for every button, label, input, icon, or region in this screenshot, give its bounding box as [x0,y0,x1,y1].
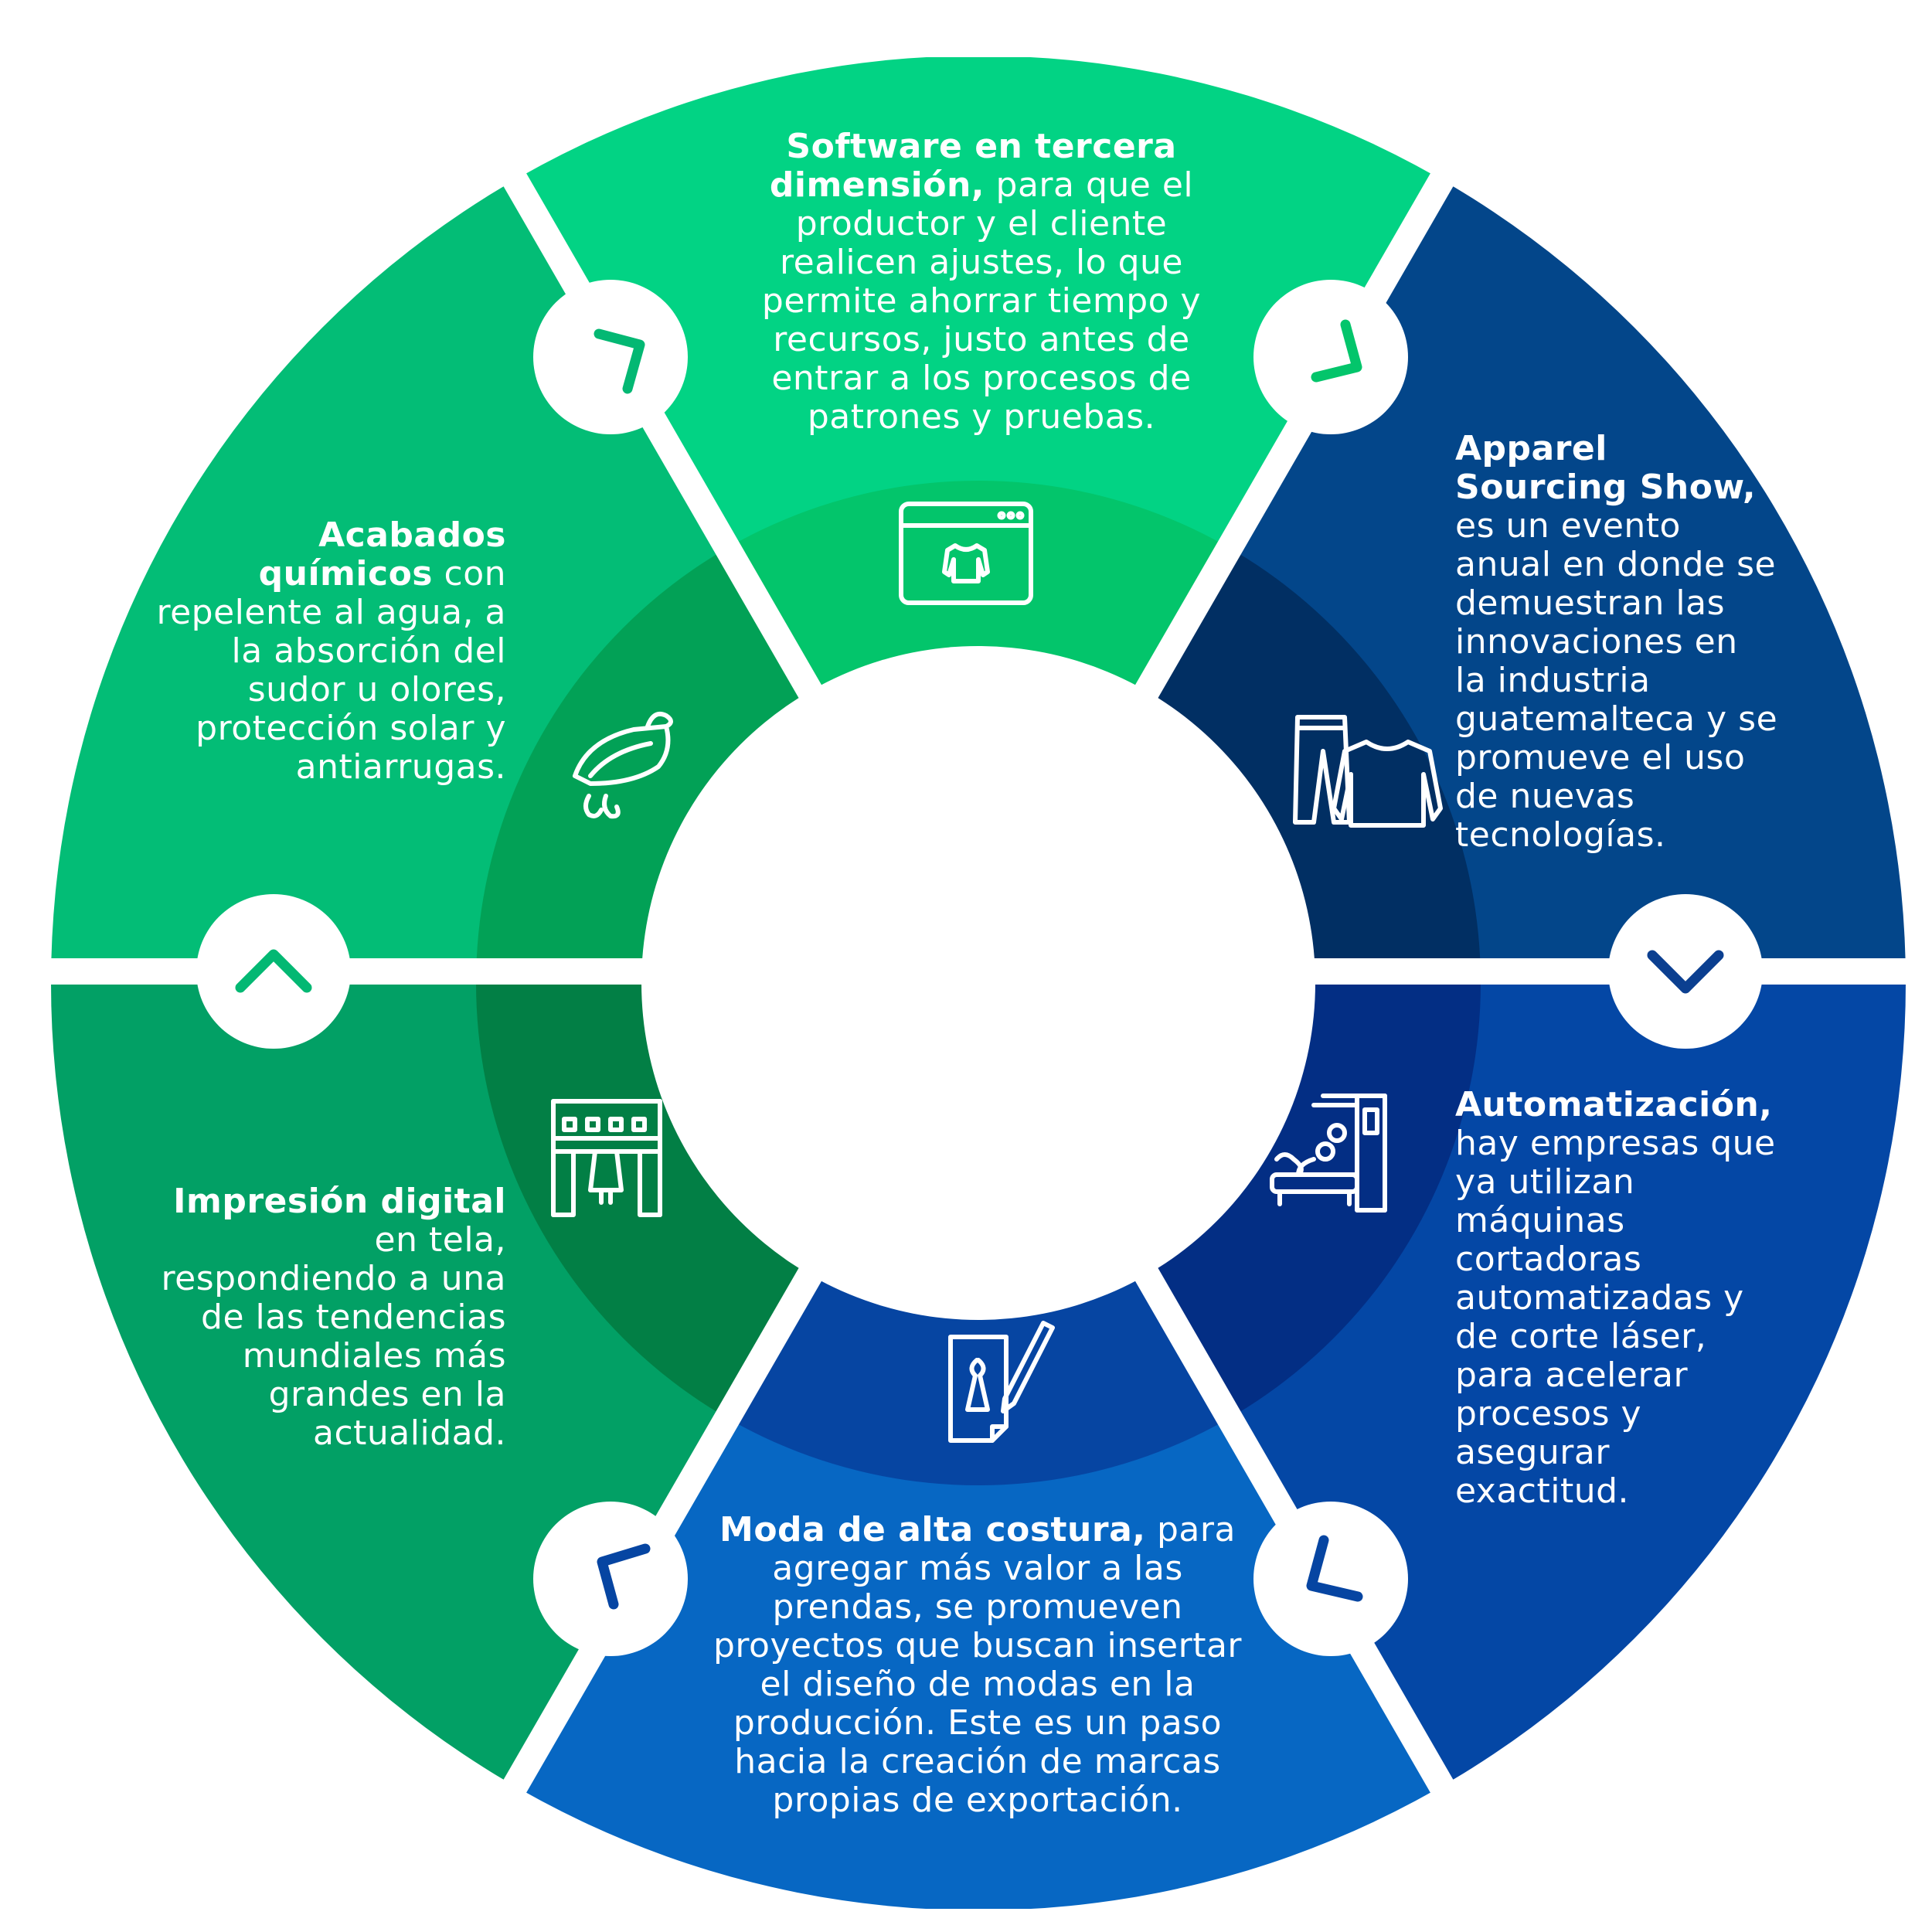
chevron-icon [1306,1535,1363,1602]
arrow-circle-bottom-left [533,1502,688,1656]
apparel-body: es un evento anual en donde se demuestra… [1455,506,1778,855]
moda-title: Moda de alta costura, [719,1510,1146,1549]
text-software: Software en tercera dimensión, para que … [742,128,1221,437]
acabados-title: Acabados químicos [258,515,506,594]
moda-body: para agregar más valor a las prendas, se… [713,1510,1242,1820]
text-impresion: Impresión digital en tela, respondiendo … [139,1182,506,1453]
chevron-down-icon [1647,950,1724,994]
automatizacion-body: hay empresas que ya utilizan máquinas co… [1455,1124,1776,1511]
text-automatizacion: Automatización, hay empresas que ya util… [1455,1086,1780,1511]
arrow-circle-top-left [533,280,688,434]
text-moda: Moda de alta costura, para agregar más v… [696,1511,1260,1820]
apparel-title: Apparel Sourcing Show, [1455,429,1757,507]
textile-printer-icon [551,1099,662,1217]
chevron-icon [1311,319,1362,383]
software-body: para que el productor y el cliente reali… [761,165,1202,437]
cutting-machine-icon [1270,1094,1387,1213]
impresion-title: Impresión digital [173,1182,506,1221]
browser-sweater-icon [899,502,1033,605]
acabados-body: con repelente al agua, a la absorción de… [156,554,506,787]
fashion-sketch-pen-icon [948,1321,1055,1443]
impresion-body: en tela, respondiendo a una de las tende… [161,1220,506,1453]
chevron-icon [597,1543,651,1610]
arrow-circle-bottom-right [1253,1502,1408,1656]
arrow-circle-right [1608,894,1763,1049]
pants-sweater-icon [1293,715,1443,828]
text-acabados: Acabados químicos con repelente al agua,… [139,516,506,787]
chevron-icon [594,328,645,394]
automatizacion-title: Automatización, [1455,1085,1773,1124]
arrow-circle-left [196,894,351,1049]
software-title: Software en tercera dimensión, [769,127,1177,205]
chevron-up-icon [235,949,312,993]
text-apparel: Apparel Sourcing Show, es un evento anua… [1455,430,1780,855]
steam-iron-icon [573,711,673,819]
arrow-circle-top-right [1253,280,1408,434]
